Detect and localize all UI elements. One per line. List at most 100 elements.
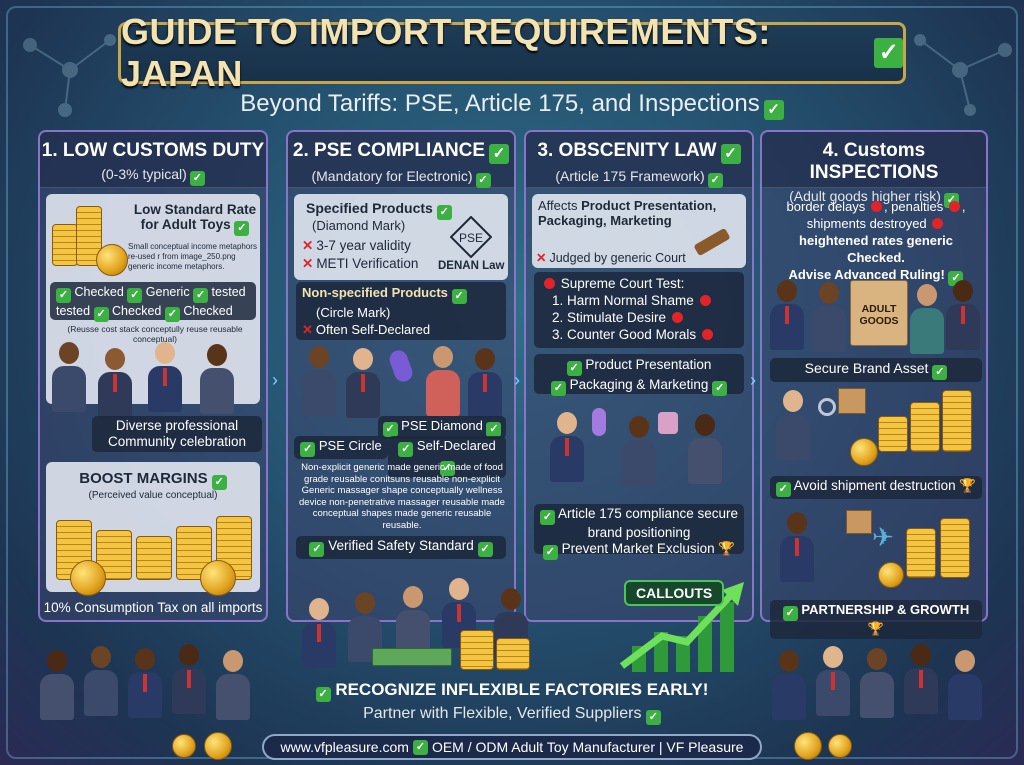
rate-note: Small conceptual income metaphors re-use… — [128, 242, 257, 271]
chevron-right-icon: › — [514, 370, 520, 390]
wellness-device-icon — [658, 412, 678, 434]
person-illustration — [200, 344, 234, 414]
banner-text: RECOGNIZE INFLEXIBLE FACTORIES EARLY! — [335, 680, 709, 699]
x-mark-icon: ✕ — [302, 238, 314, 253]
person-illustration — [688, 414, 722, 484]
page-title: GUIDE TO IMPORT REQUIREMENTS: JAPAN — [121, 11, 771, 94]
check-label: tested — [56, 304, 91, 318]
x-mark-icon: ✕ — [302, 256, 314, 271]
person-illustration — [550, 412, 584, 482]
judged-label: Judged by generic Court — [549, 251, 686, 265]
check-label: tested — [211, 285, 246, 299]
nonspec-item: Often Self-Declared — [315, 322, 431, 337]
secure-brand-asset: Secure Brand Asset ✓ — [770, 358, 982, 382]
affects-prefix: Affects — [538, 198, 578, 213]
tag-pse-circle: ✓ PSE Circle — [294, 436, 388, 459]
molecule-decoration-right — [914, 34, 1012, 116]
trophy-icon: 🏆 — [718, 541, 736, 556]
check-icon: ✓ — [93, 307, 109, 322]
detail-text: heightened rates generic Checked. — [799, 233, 953, 265]
check-label: Checked — [112, 304, 162, 318]
person-illustration — [302, 346, 336, 416]
presentation-box: ✓ Product Presentation ✓ Packaging & Mar… — [534, 354, 744, 396]
coin-stack-icon — [96, 530, 132, 580]
check-icon: ✓ — [477, 542, 493, 557]
red-dot-icon — [870, 201, 882, 212]
test-title: Supreme Court Test: — [560, 276, 685, 291]
column-header: 1. LOW CUSTOMS DUTY (0-3% typical)✓ — [40, 132, 266, 188]
check-icon: ✓ — [539, 510, 555, 525]
check-label: Checked — [183, 304, 233, 318]
consumption-tax: 10% Consumption Tax on all imports — [43, 600, 263, 615]
person-illustration — [812, 282, 846, 352]
person-illustration — [172, 644, 206, 714]
check-icon: ✓ — [234, 221, 250, 236]
x-mark-icon: ✕ — [536, 251, 547, 265]
check-icon: ✓ — [382, 422, 398, 437]
banner-line-1: ✓ RECOGNIZE INFLEXIBLE FACTORIES EARLY! — [300, 680, 724, 702]
package-icon — [838, 388, 866, 414]
verified-safety: ✓ Verified Safety Standard ✓ — [296, 536, 506, 559]
bottom-banner: ✓ RECOGNIZE INFLEXIBLE FACTORIES EARLY! … — [300, 680, 724, 725]
banner-line-2: Partner with Flexible, Verified Supplier… — [300, 705, 724, 725]
person-illustration — [128, 648, 162, 718]
subheading-text: (Adult goods higher risk) — [789, 188, 941, 204]
person-illustration — [40, 650, 74, 720]
check-icon: ✓ — [566, 361, 582, 376]
check-icon: ✓ — [489, 143, 510, 164]
check-icon: ✓ — [782, 606, 798, 621]
check-icon: ✓ — [550, 381, 566, 396]
detail-text: , penalties — [883, 199, 944, 214]
coin-stack-icon — [906, 528, 936, 578]
test-item: 2. Stimulate Desire — [552, 310, 667, 325]
footer-url-bar: www.vfpleasure.com ✓ OEM / ODM Adult Toy… — [262, 734, 762, 760]
secure-text: Secure Brand Asset — [804, 360, 929, 376]
detail-text: Advise Advanced Ruling! — [788, 267, 945, 282]
partner-text: PARTNERSHIP & GROWTH — [801, 602, 970, 617]
article-175-box: ✓ Article 175 compliance secure brand po… — [534, 504, 744, 560]
person-illustration — [426, 346, 460, 416]
red-dot-icon — [948, 201, 960, 212]
team-right — [772, 640, 1002, 730]
red-dot-icon — [701, 329, 713, 340]
check-coin-icon — [850, 438, 878, 466]
website-link[interactable]: www.vfpleasure.com — [280, 739, 409, 755]
pres-text: Packaging & Marketing — [569, 377, 709, 392]
coin-stack-icon — [52, 224, 78, 266]
check-coin-icon — [828, 734, 852, 758]
column-subheading: (Adult goods higher risk)✓ — [762, 188, 986, 208]
person-illustration — [396, 586, 430, 656]
pse-body: Non-explicit generic made generic made o… — [299, 462, 505, 531]
detail-text: border delays — [786, 199, 866, 214]
person-illustration — [910, 284, 944, 354]
tag-self-declared: ✓ Self-Declared ✓ — [388, 436, 506, 478]
coin-stack-icon — [460, 630, 494, 670]
person-illustration — [98, 348, 132, 418]
rate-title: Low Standard Rate for Adult Toys ✓ — [130, 202, 260, 236]
check-coin-icon — [200, 560, 236, 596]
person-illustration — [776, 390, 810, 460]
check-icon: ✓ — [189, 171, 205, 186]
check-icon: ✓ — [720, 143, 741, 164]
column-heading: 2. PSE COMPLIANCE✓ — [288, 140, 514, 164]
check-icon: ✓ — [451, 289, 467, 304]
column-header: 4. Customs INSPECTIONS (Adult goods high… — [762, 132, 986, 208]
subheading-text: (Mandatory for Electronic) — [311, 167, 473, 184]
celebration-scene — [292, 578, 592, 670]
column-header: 3. OBSCENITY LAW✓ (Article 175 Framework… — [526, 132, 752, 188]
trophy-icon: 🏆 — [867, 621, 885, 636]
check-icon: ✓ — [127, 288, 143, 303]
person-illustration — [948, 650, 982, 720]
title-banner: GUIDE TO IMPORT REQUIREMENTS: JAPAN ✓ — [118, 11, 906, 94]
heading-text: 3. OBSCENITY LAW — [537, 140, 717, 161]
pres-text: Product Presentation — [585, 357, 712, 372]
red-dot-icon — [544, 278, 555, 289]
person-illustration — [860, 648, 894, 718]
spec-item-text: METI Verification — [316, 256, 419, 271]
check-icon: ✓ — [475, 172, 491, 188]
footer-tagline: OEM / ODM Adult Toy Manufacturer | VF Pl… — [431, 739, 744, 755]
molecule-decoration-left — [23, 34, 116, 117]
check-icon: ✓ — [874, 38, 903, 68]
check-label: Checked — [74, 285, 124, 299]
avoid-destruction: ✓ Avoid shipment destruction 🏆 — [770, 476, 982, 499]
